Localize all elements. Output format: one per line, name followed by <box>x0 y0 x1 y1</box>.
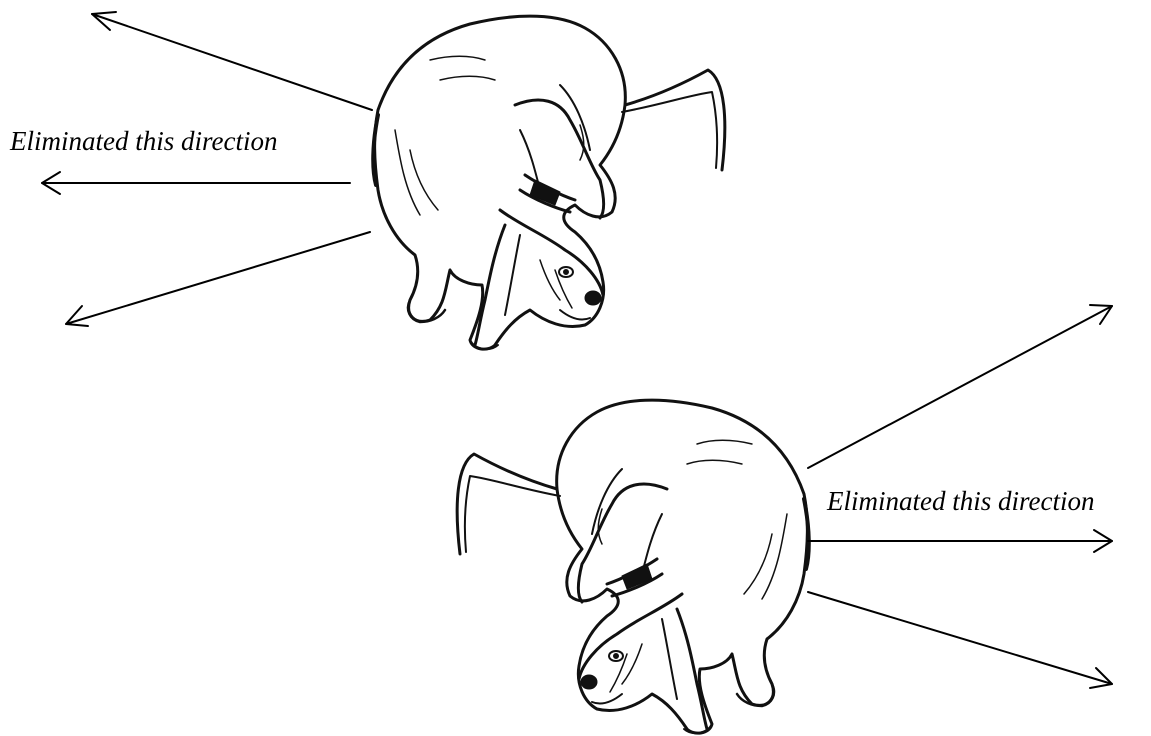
arrow-top-lower-left <box>66 232 370 326</box>
arrow-bottom-upper-right <box>808 305 1112 468</box>
arrow-bottom-lower-right <box>808 592 1112 688</box>
arrow-bottom-right <box>808 530 1112 552</box>
dog-sketch-bottom <box>457 400 809 733</box>
caption-bottom: Eliminated this direction <box>827 488 1094 515</box>
arrow-top-left <box>42 172 350 194</box>
dog-sketch-top <box>373 16 725 349</box>
arrow-top-upper-left <box>92 12 372 110</box>
caption-top: Eliminated this direction <box>10 128 277 155</box>
